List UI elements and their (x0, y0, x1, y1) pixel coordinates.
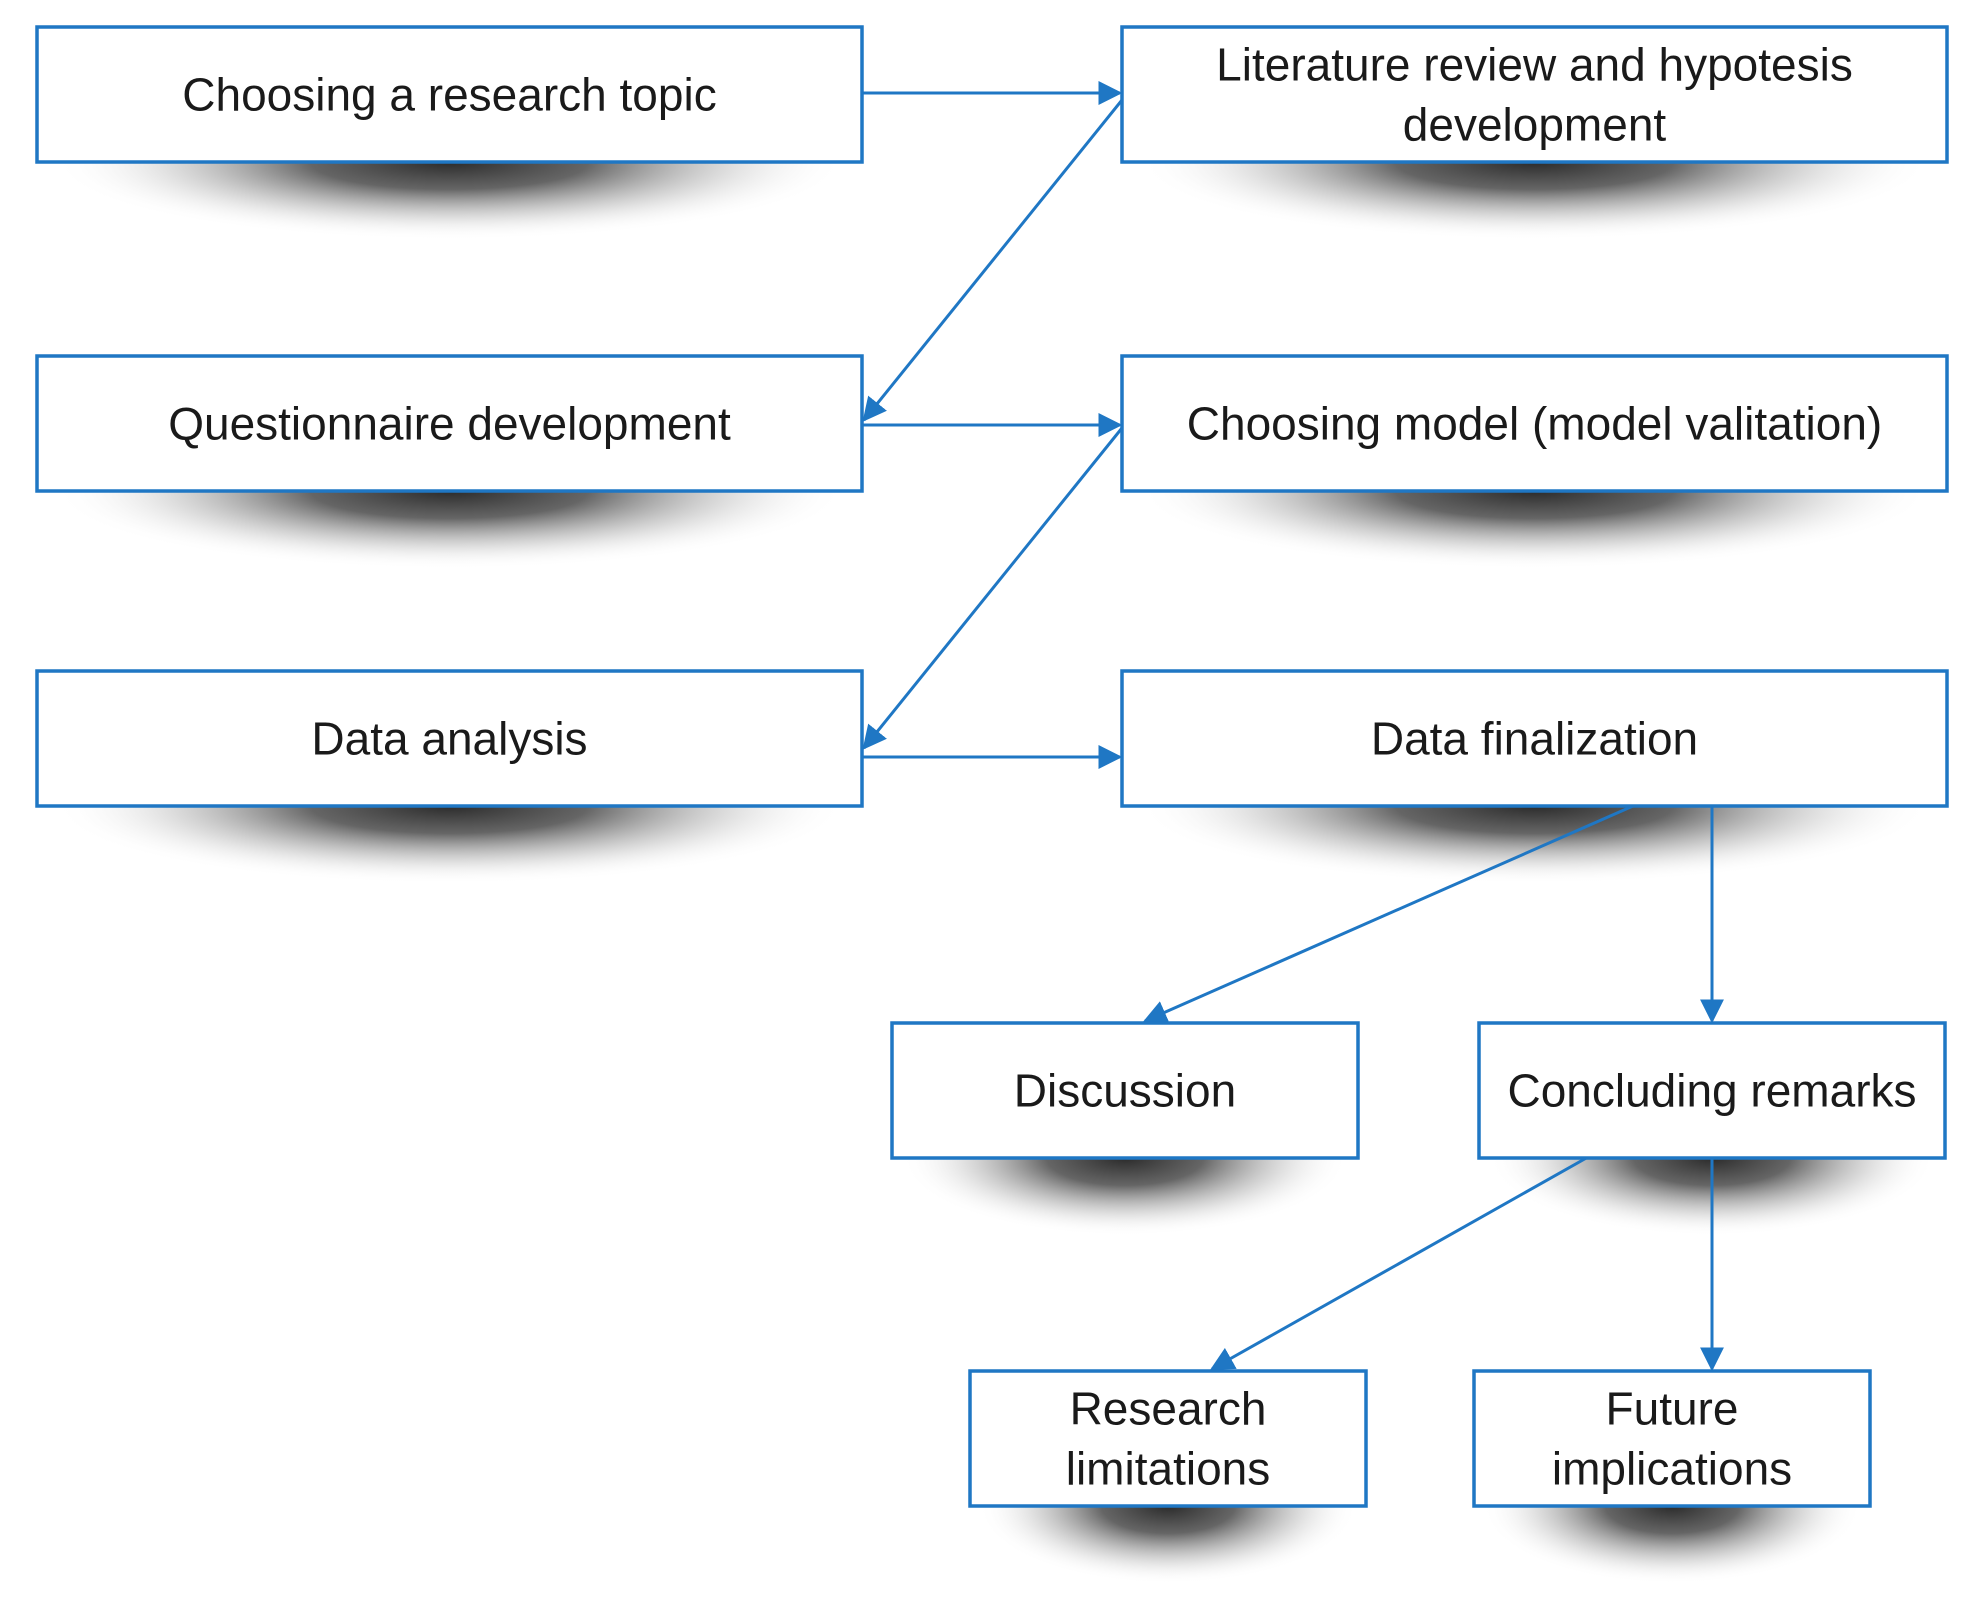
node-box (890, 1021, 1360, 1160)
node-label: Choosing model (model valitation) (1187, 398, 1882, 450)
node-concluding-remarks: Concluding remarks (1477, 1021, 1947, 1160)
node-label: limitations (1066, 1443, 1271, 1495)
node-future-implications: Future implications (1472, 1369, 1872, 1508)
node-box (968, 1369, 1368, 1508)
node-box (35, 25, 864, 164)
edge-layer (862, 81, 1724, 1372)
node-label: Future (1606, 1383, 1739, 1435)
node-label: Data finalization (1371, 713, 1698, 765)
node-data-finalization: Data finalization (1120, 669, 1949, 808)
node-questionnaire: Questionnaire development (35, 354, 864, 493)
shadow-layer (53, 84, 1936, 1584)
node-box (35, 354, 864, 493)
node-label: Concluding remarks (1507, 1065, 1916, 1117)
arrow-data-finalization-to-discussion (1142, 804, 1634, 1024)
node-box (1120, 354, 1949, 493)
node-layer: Choosing a research topic Literature revi… (35, 25, 1949, 1508)
arrow-literature-review-to-questionnaire (862, 99, 1124, 422)
node-discussion: Discussion (890, 1021, 1360, 1160)
node-research-limitations: Research limitations (968, 1369, 1368, 1508)
node-box (1120, 669, 1949, 808)
node-literature-review: Literature review and hypotesis developme… (1120, 25, 1949, 164)
node-label: Choosing a research topic (182, 69, 716, 121)
node-label: Questionnaire development (168, 398, 731, 450)
node-label: Research (1070, 1383, 1267, 1435)
node-label: Discussion (1014, 1065, 1236, 1117)
node-label: implications (1552, 1443, 1792, 1495)
node-data-analysis: Data analysis (35, 669, 864, 808)
node-box (35, 669, 864, 808)
node-box (1477, 1021, 1947, 1160)
node-label: development (1403, 99, 1667, 151)
node-label: Data analysis (311, 713, 587, 765)
node-label: Literature review and hypotesis (1216, 39, 1853, 91)
node-choosing-model: Choosing model (model valitation) (1120, 354, 1949, 493)
arrow-choosing-model-to-data-analysis (862, 427, 1124, 750)
node-choosing-topic: Choosing a research topic (35, 25, 864, 164)
arrow-concluding-remarks-to-research-limitations (1209, 1150, 1598, 1371)
node-box (1472, 1369, 1872, 1508)
node-box (1120, 25, 1949, 164)
